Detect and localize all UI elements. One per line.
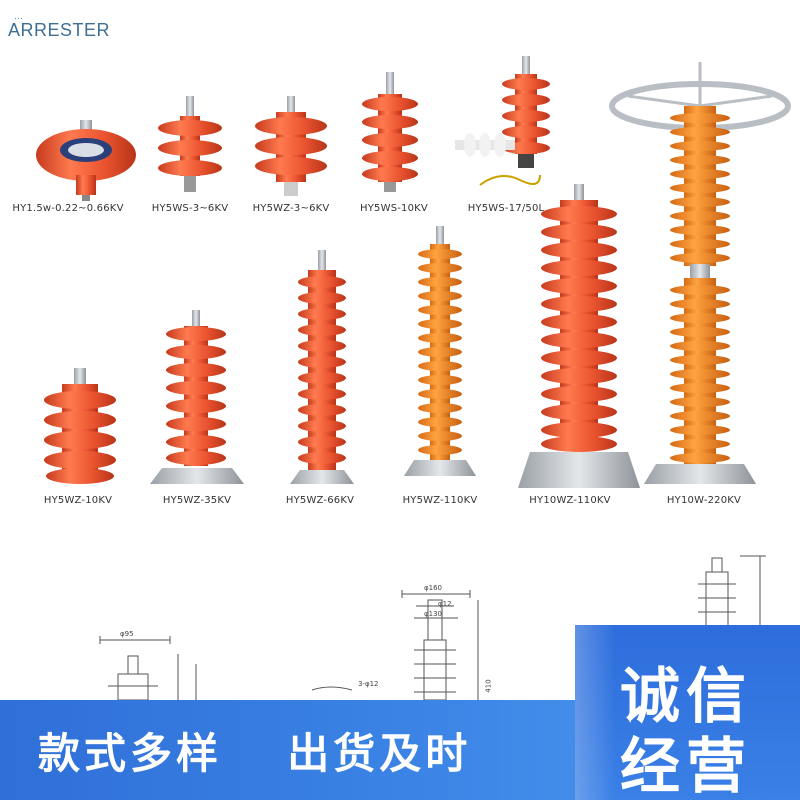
arrester-hy5ws-10kv <box>362 72 418 192</box>
model-label: HY5WZ-66KV <box>285 495 355 506</box>
arrester-hy5wz-66kv <box>290 250 354 484</box>
model-label: HY5WZ-35KV <box>162 495 232 506</box>
slogan-timely-delivery: 出货及时 <box>287 729 472 778</box>
arrester-hy5wz-3-6kv <box>255 96 327 196</box>
model-label: HY5WS-10KV <box>360 203 428 214</box>
slogan-banner-right <box>575 625 800 800</box>
slogan-operation: 经营 <box>620 732 752 802</box>
model-label: HY5WZ-10KV <box>43 495 113 506</box>
model-label: HY5WS-3~6KV <box>151 203 229 214</box>
arrester-hy10wz-110kv <box>518 184 640 488</box>
arrester-hy1-5w <box>36 120 136 201</box>
banner-highlight <box>575 625 615 800</box>
arrester-hy5wz-10kv <box>44 368 116 484</box>
dimension-label: 3-φ12 <box>358 680 379 688</box>
dimension-label: φ12 <box>438 600 452 608</box>
slogan-styles-varied: 款式多样 <box>38 729 223 778</box>
arrester-illustrations <box>36 56 791 488</box>
dimension-label: 410 <box>484 679 493 693</box>
dimension-label: φ95 <box>120 630 134 638</box>
slogan-integrity: 诚信 <box>620 662 752 732</box>
brand-name: ARRESTER <box>8 20 111 40</box>
arrester-hy5wz-35kv <box>150 310 244 484</box>
model-label: HY5WZ-110KV <box>402 495 478 506</box>
model-label: HY1.5w-0.22~0.66KV <box>12 203 124 214</box>
slogan-left: 款式多样 出货及时 <box>38 720 471 781</box>
model-label: HY10WZ-110KV <box>529 495 611 506</box>
arrester-hy5ws-3-6kv <box>158 96 222 192</box>
model-label: HY5WZ-3~6KV <box>252 203 330 214</box>
brand-mark: … <box>14 12 23 22</box>
dimension-label: φ130 <box>424 610 442 618</box>
dimension-label: φ160 <box>424 584 442 592</box>
arrester-hy5wz-110kv <box>404 226 476 476</box>
arrester-hy5ws-17-50l <box>455 56 550 186</box>
brand-header: … ARRESTER <box>8 12 208 40</box>
model-label: HY5WS-17/50L <box>467 203 545 214</box>
model-label: HY10W-220KV <box>666 495 742 506</box>
arrester-hy10w-220kv <box>609 62 791 484</box>
